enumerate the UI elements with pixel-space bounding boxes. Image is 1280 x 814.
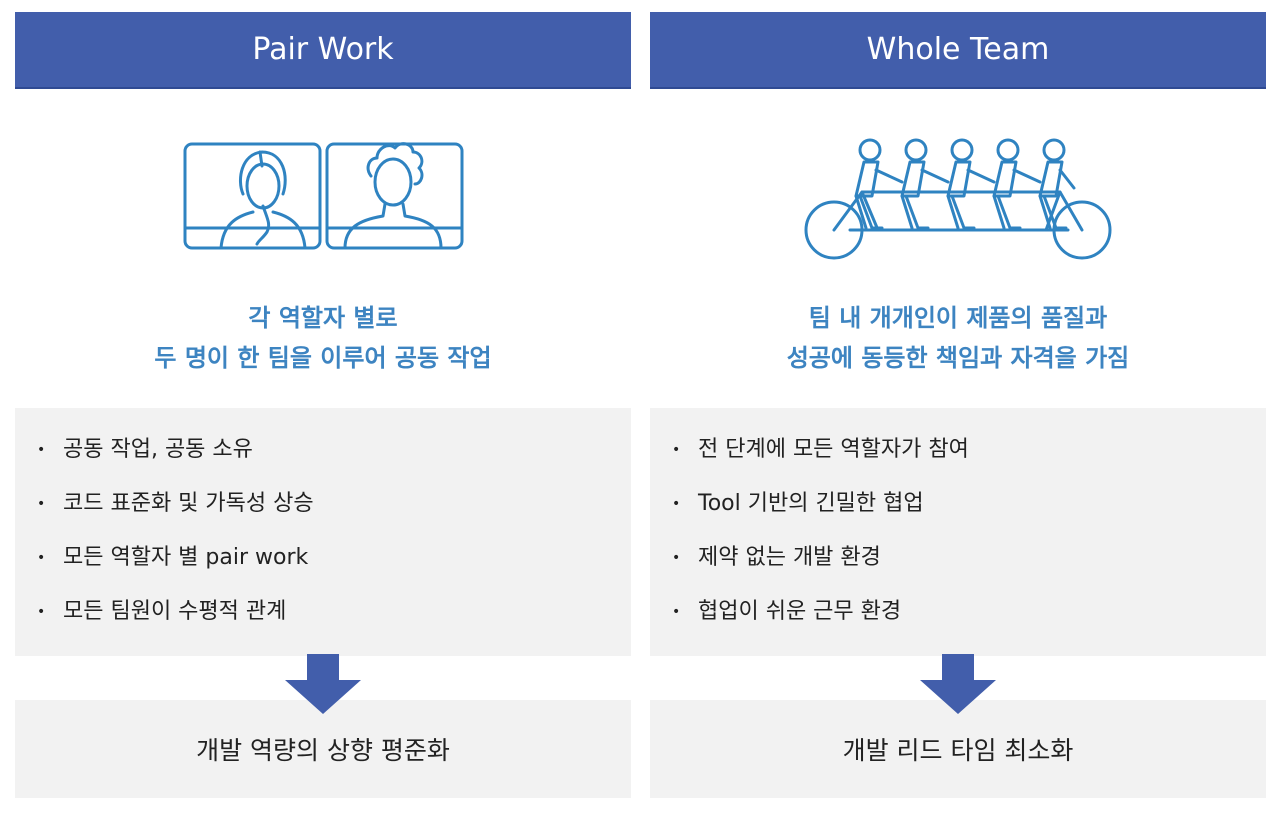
result-label: 개발 리드 타임 최소화 xyxy=(842,736,1074,765)
list-item: • 모든 팀원이 수평적 관계 xyxy=(37,594,631,648)
list-item: • 모든 역할자 별 pair work xyxy=(37,540,631,594)
whole-team-column: Whole Team xyxy=(650,0,1266,814)
tagline-line: 팀 내 개개인이 제품의 품질과 xyxy=(808,304,1108,332)
list-item: • 코드 표준화 및 가독성 상승 xyxy=(37,486,631,540)
bullet-icon: • xyxy=(37,442,46,458)
list-item: • 전 단계에 모든 역할자가 참여 xyxy=(672,432,1266,486)
whole-team-header: Whole Team xyxy=(650,12,1266,89)
bullet-icon: • xyxy=(672,604,681,620)
list-item: • 공동 작업, 공동 소유 xyxy=(37,432,631,486)
list-item-label: 모든 팀원이 수평적 관계 xyxy=(63,599,287,624)
tandem-bicycle-team-icon xyxy=(650,132,1266,272)
pair-work-result: 개발 역량의 상향 평준화 xyxy=(15,700,631,798)
tagline-line: 두 명이 한 팀을 이루어 공동 작업 xyxy=(154,344,492,372)
list-item-label: 전 단계에 모든 역할자가 참여 xyxy=(698,437,969,462)
pair-work-header: Pair Work xyxy=(15,12,631,89)
result-label: 개발 역량의 상향 평준화 xyxy=(196,736,450,765)
list-item-label: 협업이 쉬운 근무 환경 xyxy=(698,599,902,624)
tagline-line: 성공에 동등한 책임과 자격을 가짐 xyxy=(786,344,1130,372)
pair-work-title: Pair Work xyxy=(252,32,394,67)
list-item-label: 제약 없는 개발 환경 xyxy=(698,545,881,570)
list-item: • 협업이 쉬운 근무 환경 xyxy=(672,594,1266,648)
pair-programming-screens-icon xyxy=(15,132,631,272)
list-item-label: 모든 역할자 별 pair work xyxy=(63,545,309,570)
list-item-label: Tool 기반의 긴밀한 협업 xyxy=(698,491,924,516)
pair-work-features: • 공동 작업, 공동 소유 • 코드 표준화 및 가독성 상승 • 모든 역할자 별… xyxy=(15,408,631,656)
arrow-down-icon xyxy=(285,654,361,714)
arrow-down-icon xyxy=(920,654,996,714)
bullet-icon: • xyxy=(672,550,681,566)
bullet-icon: • xyxy=(37,496,46,512)
bullet-icon: • xyxy=(672,496,681,512)
tagline-line: 각 역할자 별로 xyxy=(248,304,398,332)
whole-team-features: • 전 단계에 모든 역할자가 참여 • Tool 기반의 긴밀한 협업 • 제약 없… xyxy=(650,408,1266,656)
list-item: • 제약 없는 개발 환경 xyxy=(672,540,1266,594)
pair-work-tagline: 각 역할자 별로 두 명이 한 팀을 이루어 공동 작업 xyxy=(15,298,631,378)
list-item-label: 코드 표준화 및 가독성 상승 xyxy=(63,491,314,516)
whole-team-tagline: 팀 내 개개인이 제품의 품질과 성공에 동등한 책임과 자격을 가짐 xyxy=(650,298,1266,378)
whole-team-title: Whole Team xyxy=(866,32,1050,67)
bullet-icon: • xyxy=(672,442,681,458)
bullet-icon: • xyxy=(37,604,46,620)
whole-team-result: 개발 리드 타임 최소화 xyxy=(650,700,1266,798)
list-item-label: 공동 작업, 공동 소유 xyxy=(63,437,253,462)
list-item: • Tool 기반의 긴밀한 협업 xyxy=(672,486,1266,540)
pair-work-column: Pair Work xyxy=(15,0,631,814)
bullet-icon: • xyxy=(37,550,46,566)
